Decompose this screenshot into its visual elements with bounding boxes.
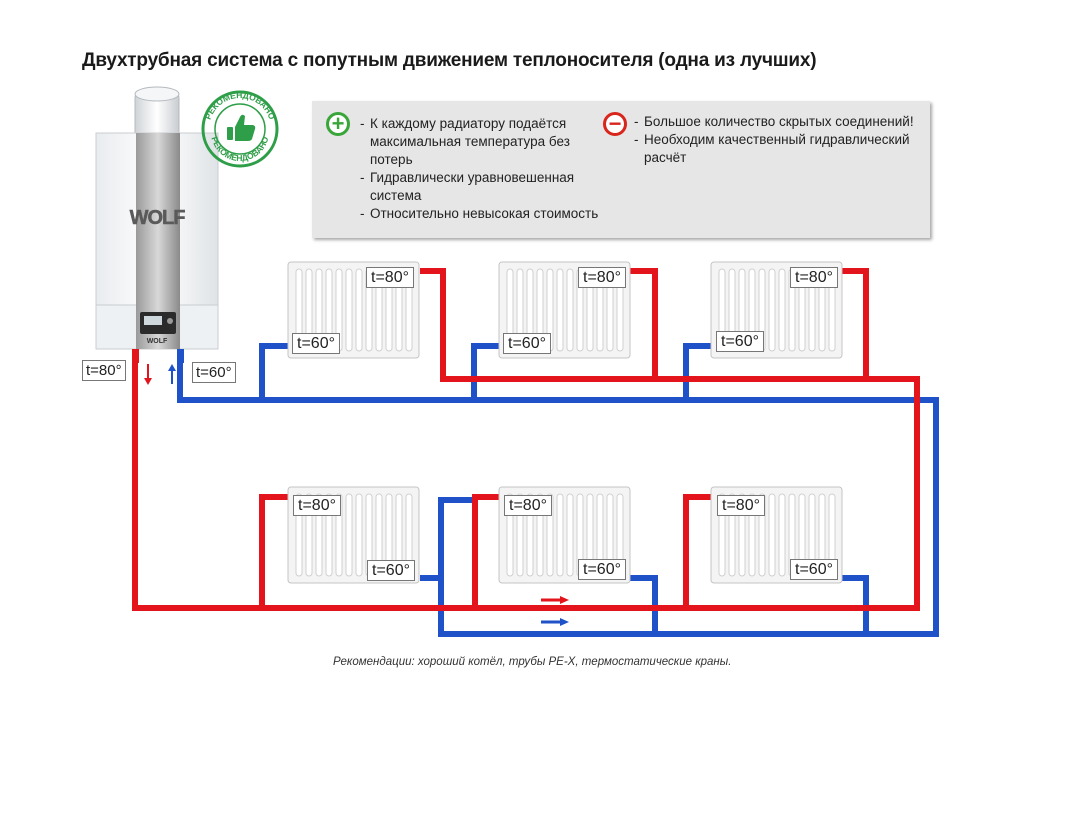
radiators [287,261,843,584]
pros-item: Относительно невысокая стоимость [360,205,600,223]
stamp-text-top: РЕКОМЕНДОВАНО [203,90,278,121]
cons-item: Большое количество скрытых соединений! [634,113,924,131]
boiler-supply-arrow-icon [144,364,152,385]
minus-icon: − [603,112,627,136]
supply-pipes [132,268,920,611]
recommended-stamp: РЕКОМЕНДОВАНО РЕКОМЕНДОВАНО [201,90,279,168]
pros-list: К каждому радиатору подаётся максимальна… [360,115,600,223]
supply-branch-bottom-2 [472,494,500,608]
boiler-return-arrow-icon [168,364,176,384]
supply-main-pipe [132,268,920,611]
return-branch-bottom-2 [630,575,658,634]
radiator-bottom-3-hot-label: t=80° [717,495,765,516]
plus-icon: + [326,112,350,136]
radiator-bottom-3-cold-label: t=60° [790,559,838,580]
pros-item: Гидравлически уравновешенная система [360,169,600,205]
radiator-top-1-cold-label: t=60° [292,333,340,354]
radiator-top-1-hot-label: t=80° [366,267,414,288]
svg-text:РЕКОМЕНДОВАНО: РЕКОМЕНДОВАНО [203,90,278,121]
radiator-bottom-1-hot-label: t=80° [293,495,341,516]
cons-item: Необходим качественный гидравлический ра… [634,131,924,167]
supply-branch-bottom-3 [683,494,713,608]
supply-branch-bottom-1 [259,494,290,608]
return-branch-top-1 [259,343,294,400]
return-main-pipe [177,349,939,637]
pros-item: К каждому радиатору подаётся максимальна… [360,115,600,169]
radiator-bottom-2-cold-label: t=60° [578,559,626,580]
radiator-top-2-cold-label: t=60° [503,333,551,354]
return-branch-bottom-3 [842,575,869,634]
boiler-return-temp-label: t=60° [192,362,236,383]
supply-branch-top-3 [842,268,869,379]
radiator-top-3-hot-label: t=80° [790,267,838,288]
page-title: Двухтрубная система с попутным движением… [82,50,817,71]
supply-flow-arrow-icon [541,596,569,604]
boiler-brand-small: WOLF [147,338,168,345]
radiator-top-2-hot-label: t=80° [578,267,626,288]
return-flow-arrow-icon [541,618,569,626]
boiler-brand-logo: WOLF [130,207,186,229]
flow-arrows [144,364,569,626]
supply-branch-top-2 [630,268,658,379]
radiator-bottom-1-cold-label: t=60° [367,560,415,581]
thumbs-up-icon [227,114,256,141]
footnote: Рекомендации: хороший котёл, трубы PE-X,… [333,656,732,668]
boiler-supply-temp-label: t=80° [82,360,126,381]
cons-list: Большое количество скрытых соединений! Н… [634,113,924,167]
radiator-bottom-2-hot-label: t=80° [504,495,552,516]
radiator-top-3-cold-label: t=60° [716,331,764,352]
boiler: WOLF WOLF [95,86,219,363]
